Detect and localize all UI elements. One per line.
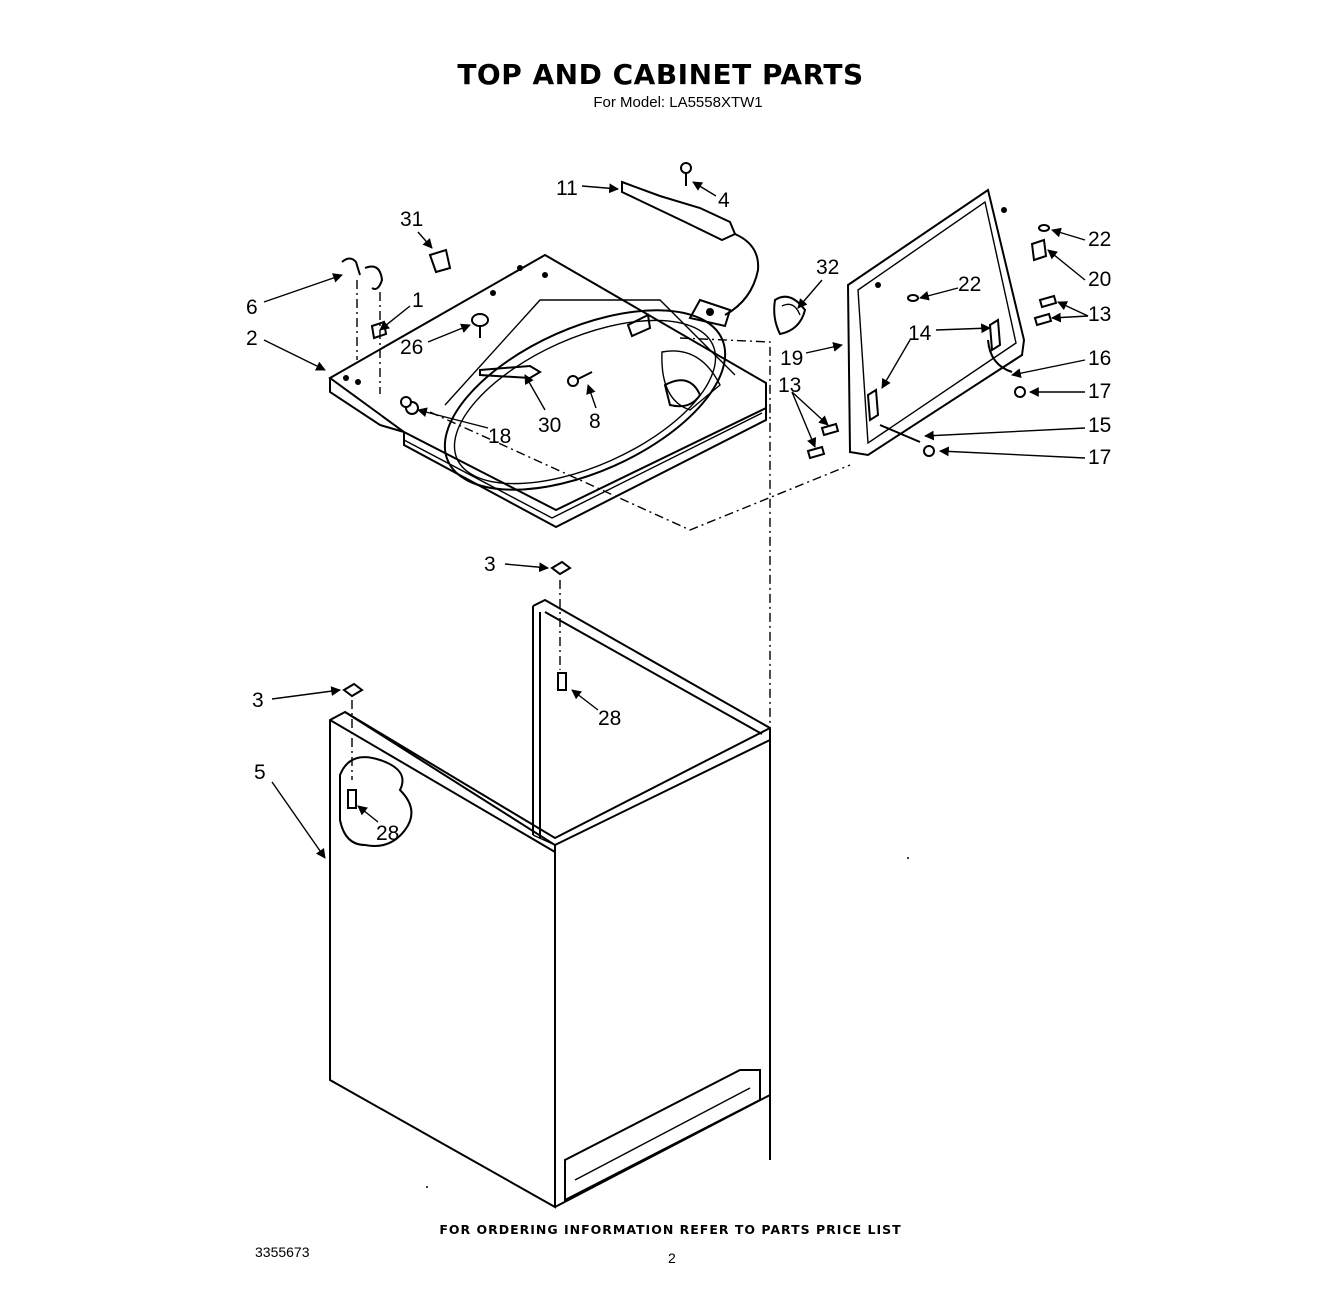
callout-20: 20 bbox=[1088, 268, 1111, 291]
model-subtitle: For Model: LA5558XTW1 bbox=[593, 94, 763, 111]
callout-22-b: 22 bbox=[958, 273, 981, 296]
washer-top-panel bbox=[328, 253, 767, 529]
callout-17-b: 17 bbox=[1088, 446, 1111, 469]
callout-18: 18 bbox=[488, 425, 511, 448]
hinge-part-6 bbox=[341, 257, 384, 394]
callout-3-a: 3 bbox=[484, 553, 496, 576]
clip-part-18 bbox=[400, 396, 412, 408]
screw-part-8 bbox=[567, 371, 593, 387]
callout-14: 14 bbox=[908, 322, 932, 345]
callout-30: 30 bbox=[538, 414, 561, 437]
washer-lid bbox=[846, 188, 1026, 457]
lid-screws-part-13 bbox=[806, 294, 1058, 460]
callout-28-a: 28 bbox=[598, 707, 621, 730]
callout-19: 19 bbox=[780, 347, 803, 370]
ordering-note: FOR ORDERING INFORMATION REFER TO PARTS … bbox=[439, 1222, 902, 1237]
callout-16: 16 bbox=[1088, 347, 1111, 370]
callout-8: 8 bbox=[589, 410, 601, 433]
callout-labels: 11 4 31 6 1 2 26 30 8 18 32 19 22 22 20 … bbox=[246, 177, 1111, 845]
callout-32: 32 bbox=[816, 256, 839, 279]
lid-screw-part-22 bbox=[907, 224, 1050, 302]
callout-4: 4 bbox=[718, 189, 730, 212]
callout-1: 1 bbox=[412, 289, 424, 312]
screw-part-4 bbox=[680, 162, 692, 186]
callout-28-b: 28 bbox=[376, 822, 399, 845]
callout-31: 31 bbox=[400, 208, 423, 231]
callout-6: 6 bbox=[246, 296, 258, 319]
callout-2: 2 bbox=[246, 327, 258, 350]
callout-leaders bbox=[263, 181, 1089, 859]
lid-switch-assembly bbox=[621, 180, 760, 328]
lid-bumper-part-20 bbox=[1030, 238, 1048, 262]
page-title: TOP AND CABINET PARTS bbox=[457, 58, 864, 91]
nut-part-1 bbox=[370, 320, 388, 340]
callout-3-b: 3 bbox=[252, 689, 264, 712]
page-number: 2 bbox=[668, 1250, 676, 1266]
document-number: 3355673 bbox=[255, 1244, 310, 1260]
callout-11: 11 bbox=[556, 177, 578, 200]
clip-part-31 bbox=[428, 248, 452, 274]
cabinet-screw-part-28 bbox=[347, 672, 567, 809]
lid-nuts-part-17 bbox=[923, 386, 1026, 457]
cabinet-clip-part-3 bbox=[342, 560, 572, 698]
grommet-part-26 bbox=[471, 313, 489, 338]
callout-13-a: 13 bbox=[1088, 303, 1111, 326]
washer-cabinet bbox=[329, 580, 771, 1209]
callout-5: 5 bbox=[254, 761, 266, 784]
callout-22-a: 22 bbox=[1088, 228, 1111, 251]
callout-15: 15 bbox=[1088, 414, 1111, 437]
callout-13-b: 13 bbox=[778, 374, 801, 397]
dispenser-cap-part-32 bbox=[773, 295, 807, 336]
callout-26: 26 bbox=[400, 336, 423, 359]
screw-part-30 bbox=[479, 364, 542, 380]
callout-17-a: 17 bbox=[1088, 380, 1111, 403]
